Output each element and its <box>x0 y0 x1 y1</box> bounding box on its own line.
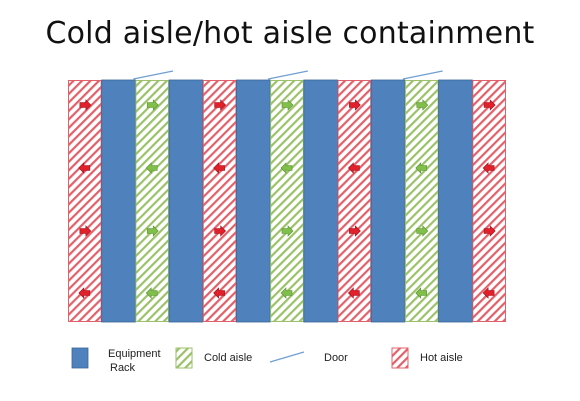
green-arrow-icon <box>280 287 293 299</box>
red-arrow-icon <box>347 287 360 299</box>
red-arrow-icon <box>79 225 92 237</box>
cold-aisle <box>404 80 439 322</box>
door-line-icon <box>402 70 443 80</box>
aisle-columns <box>68 79 506 323</box>
legend-label-hot: Hot aisle <box>420 351 463 365</box>
green-arrow-icon <box>415 287 428 299</box>
red-arrow-icon <box>213 162 225 174</box>
door-line-icon <box>133 70 174 80</box>
equipment-rack <box>370 79 406 323</box>
red-arrow-icon <box>78 162 91 174</box>
green-arrow-icon <box>145 287 158 299</box>
red-arrow-icon <box>483 99 496 111</box>
legend-label-line: Cold aisle <box>204 352 253 364</box>
hot-aisle <box>472 80 506 322</box>
legend-label-door: Door <box>324 351 348 365</box>
equipment-rack <box>101 79 136 323</box>
green-arrow-icon <box>146 99 159 111</box>
legend-rack-swatch <box>71 347 89 369</box>
door-line-icon <box>268 70 308 80</box>
green-arrow-icon <box>146 225 159 237</box>
red-arrow-icon <box>482 287 495 299</box>
red-arrow-icon <box>482 162 495 174</box>
green-arrow-icon <box>415 162 428 174</box>
green-arrow-icon <box>280 162 293 174</box>
legend-label-line: Hot aisle <box>420 352 463 364</box>
equipment-rack <box>303 79 338 323</box>
legend-label-line: Rack <box>110 362 136 374</box>
legend-label-cold: Cold aisle <box>204 351 252 365</box>
red-arrow-icon <box>483 225 496 237</box>
green-arrow-icon <box>416 99 429 111</box>
hot-aisle <box>68 80 102 322</box>
legend-label-line: Equipment <box>108 348 161 360</box>
airflow-arrows <box>78 99 496 299</box>
equipment-rack <box>438 79 473 323</box>
legend <box>71 347 409 369</box>
green-arrow-icon <box>145 162 158 174</box>
red-arrow-icon <box>79 99 92 111</box>
hot-aisle <box>202 80 237 322</box>
equipment-rack <box>168 79 204 323</box>
legend-cold-swatch <box>175 347 193 369</box>
cold-aisle <box>135 80 170 322</box>
hot-aisle <box>337 80 372 322</box>
red-arrow-icon <box>213 287 225 299</box>
page-title: Cold aisle/hot aisle containment <box>45 16 535 51</box>
legend-hot-swatch <box>391 347 409 369</box>
green-arrow-icon <box>281 99 294 111</box>
red-arrow-icon <box>349 225 361 237</box>
doors <box>133 70 443 80</box>
legend-door-line-icon <box>269 351 305 363</box>
red-arrow-icon <box>214 99 227 111</box>
red-arrow-icon <box>214 225 227 237</box>
equipment-rack <box>236 79 271 323</box>
green-arrow-icon <box>281 225 294 237</box>
green-arrow-icon <box>416 225 429 237</box>
red-arrow-icon <box>78 287 91 299</box>
cold-aisle <box>270 80 304 322</box>
red-arrow-icon <box>349 99 361 111</box>
red-arrow-icon <box>347 162 360 174</box>
legend-label-line: Door <box>324 352 348 364</box>
